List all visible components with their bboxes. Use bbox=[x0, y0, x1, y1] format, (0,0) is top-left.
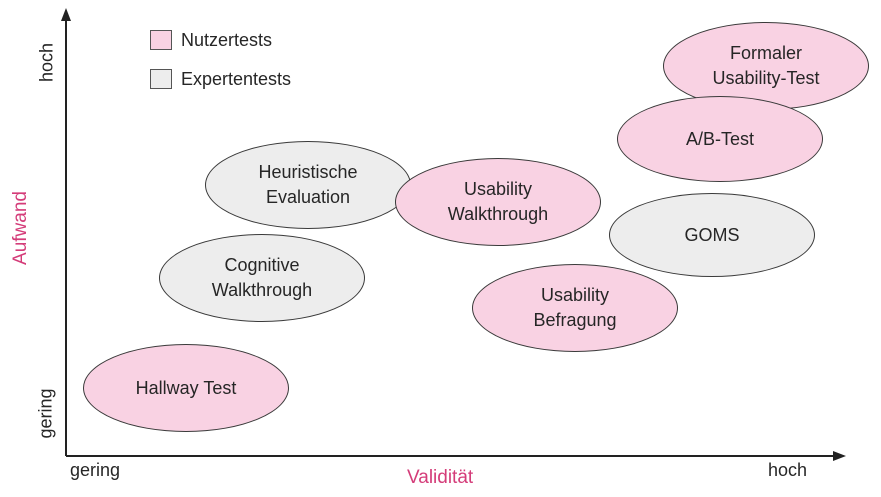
method-heuristic-evaluation: Heuristische Evaluation bbox=[205, 141, 411, 229]
method-label: Usability Befragung bbox=[533, 285, 617, 330]
x-axis-low-label: gering bbox=[70, 460, 121, 480]
method-ab-test: A/B-Test bbox=[617, 96, 823, 182]
y-axis-low-label: gering bbox=[35, 388, 56, 439]
y-axis-high-label: hoch bbox=[36, 42, 57, 83]
legend-expert-label: Expertentests bbox=[181, 69, 292, 89]
y-axis-arrow bbox=[61, 8, 71, 21]
legend-expert-swatch bbox=[150, 69, 172, 89]
legend-user-label: Nutzertests bbox=[181, 30, 273, 50]
method-usability-walkthrough: Usability Walkthrough bbox=[395, 158, 601, 246]
method-label: Heuristische Evaluation bbox=[258, 162, 358, 207]
x-axis-arrow bbox=[833, 451, 846, 461]
method-cognitive-walkthrough: Cognitive Walkthrough bbox=[159, 234, 365, 322]
method-hallway-test: Hallway Test bbox=[83, 344, 289, 432]
method-label: Hallway Test bbox=[135, 377, 237, 398]
method-label: A/B-Test bbox=[685, 128, 755, 149]
x-axis-high-label: hoch bbox=[768, 460, 808, 480]
method-label: Cognitive Walkthrough bbox=[211, 255, 313, 300]
x-axis-title: Validität bbox=[407, 467, 474, 488]
method-goms: GOMS bbox=[609, 193, 815, 277]
method-usability-befragung: Usability Befragung bbox=[472, 264, 678, 352]
method-formal-usability-test: Formaler Usability-Test bbox=[663, 22, 869, 110]
legend-user-swatch bbox=[150, 30, 172, 50]
method-label: Usability Walkthrough bbox=[447, 179, 549, 224]
method-label: GOMS bbox=[684, 224, 740, 245]
y-axis-title: Aufwand bbox=[10, 191, 31, 265]
method-label: Formaler Usability-Test bbox=[712, 43, 820, 88]
